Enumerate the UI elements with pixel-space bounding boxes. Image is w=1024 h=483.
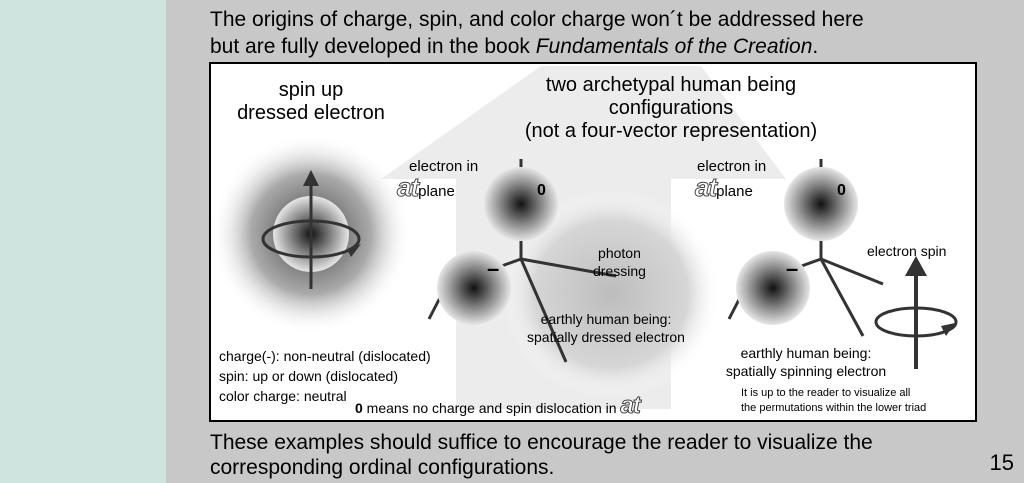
intro-line-2-suffix: . bbox=[812, 35, 819, 58]
intro-text: The origins of charge, spin, and color c… bbox=[210, 6, 970, 60]
reader-note-line-1: It is up to the reader to visualize all bbox=[741, 387, 911, 399]
center-title: two archetypal human being configuration… bbox=[491, 74, 851, 143]
zero-note-bold: 0 bbox=[355, 400, 363, 416]
right-minus-label: – bbox=[786, 256, 799, 281]
reader-note: It is up to the reader to visualize all … bbox=[741, 386, 926, 416]
photon-dressing-label: photon dressing bbox=[593, 244, 646, 280]
earthly-spinning-line-2: spatially spinning electron bbox=[725, 363, 887, 379]
earthly-dressed-label: earthly human being: spatially dressed e… bbox=[511, 310, 701, 346]
outro-text: These examples should suffice to encoura… bbox=[210, 430, 970, 480]
middle-at-plane: atplane bbox=[396, 172, 455, 203]
right-left-sphere bbox=[736, 251, 810, 325]
sidebar bbox=[0, 0, 166, 483]
electron-spin-ring bbox=[874, 306, 958, 338]
left-title-line-1: spin up bbox=[278, 79, 344, 101]
earthly-spinning-line-1: earthly human being: bbox=[740, 345, 872, 361]
zero-note: 0 means no charge and spin dislocation i… bbox=[355, 393, 641, 418]
electron-spin-arrowhead bbox=[905, 256, 927, 276]
photon-line-2: dressing bbox=[593, 263, 646, 279]
zero-note-text: means no charge and spin dislocation in bbox=[362, 400, 621, 416]
right-top-sphere bbox=[784, 167, 858, 241]
at-glyph: at bbox=[694, 172, 717, 203]
legend-color-charge: color charge: neutral bbox=[219, 388, 347, 404]
right-electron-in: electron in bbox=[697, 158, 767, 175]
legend-spin: spin: up or down (dislocated) bbox=[219, 368, 398, 384]
plane-label: plane bbox=[418, 183, 455, 200]
figure-panel: spin up dressed electron two archetypal … bbox=[209, 62, 977, 422]
figure-graphics bbox=[211, 66, 958, 409]
page-number: 15 bbox=[989, 450, 1014, 475]
middle-minus-label: – bbox=[487, 256, 500, 281]
center-title-line-2: configurations bbox=[608, 97, 734, 119]
at-glyph: at bbox=[396, 172, 419, 203]
legend-charge: charge(-): non-neutral (dislocated) bbox=[219, 348, 431, 364]
photon-dressing-cloud bbox=[501, 189, 721, 399]
center-title-line-3: (not a four-vector representation) bbox=[524, 120, 818, 142]
legend: charge(-): non-neutral (dislocated) spin… bbox=[219, 346, 431, 406]
earthly-dressed-line-2: spatially dressed electron bbox=[527, 329, 685, 345]
center-title-line-1: two archetypal human being bbox=[545, 74, 797, 96]
right-zero-label: 0 bbox=[837, 182, 846, 199]
reader-note-line-2: the permutations within the lower triad bbox=[741, 402, 927, 414]
earthly-dressed-line-1: earthly human being: bbox=[540, 311, 672, 327]
plane-label: plane bbox=[716, 183, 753, 200]
left-title: spin up dressed electron bbox=[221, 79, 401, 125]
electron-spin-label: electron spin bbox=[867, 243, 947, 259]
left-title-line-2: dressed electron bbox=[237, 102, 385, 124]
at-glyph: at bbox=[620, 392, 641, 419]
photon-line-1: photon bbox=[598, 245, 641, 261]
middle-top-sphere bbox=[484, 167, 558, 241]
outro-line-2: corresponding ordinal configurations. bbox=[210, 456, 555, 479]
intro-line-1: The origins of charge, spin, and color c… bbox=[210, 8, 864, 31]
earthly-spinning-label: earthly human being: spatially spinning … bbox=[711, 344, 901, 380]
intro-line-2-prefix: but are fully developed in the book bbox=[210, 35, 536, 58]
middle-electron-in: electron in bbox=[409, 158, 479, 175]
middle-zero-label: 0 bbox=[537, 182, 546, 199]
middle-left-sphere bbox=[437, 251, 511, 325]
spin-ring-arrowhead bbox=[347, 244, 361, 257]
outro-line-1: These examples should suffice to encoura… bbox=[210, 431, 873, 454]
book-title: Fundamentals of the Creation bbox=[535, 35, 813, 58]
intro-line-2: but are fully developed in the book Fund… bbox=[210, 33, 970, 60]
spin-up-arrow bbox=[303, 170, 319, 186]
spin-ring bbox=[261, 219, 361, 259]
right-at-plane: atplane bbox=[694, 172, 753, 203]
